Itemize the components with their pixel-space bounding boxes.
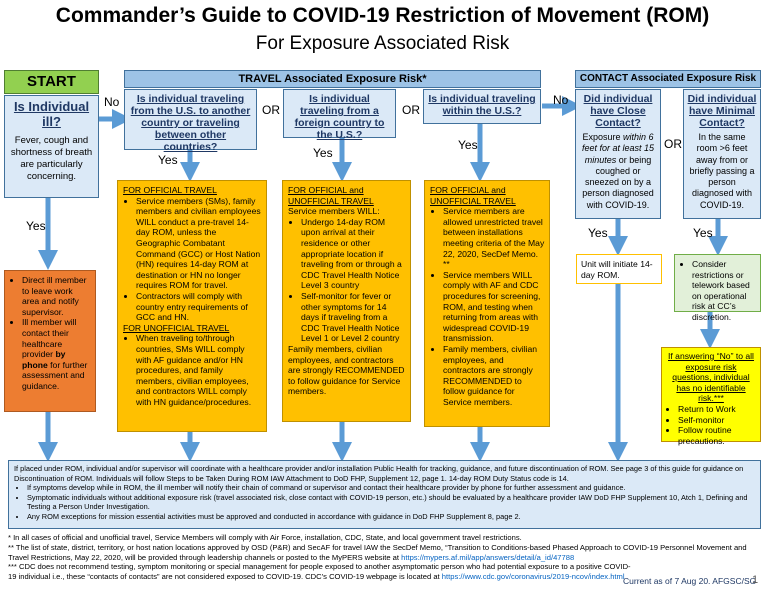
label-no-travel: No: [553, 93, 569, 107]
current-as-of: Current as of 7 Aug 20. AFGSC/SG: [623, 576, 757, 586]
q-travel-within-box: Is individual traveling within the U.S.?: [423, 89, 541, 124]
footnote-1: * In all cases of official and unofficia…: [8, 533, 522, 542]
foreign-item-1: Undergo 14-day ROM upon arrival at their…: [301, 217, 406, 291]
page-number: 1: [752, 574, 759, 586]
out-item-1: Service members (SMs), family members an…: [136, 196, 262, 291]
ill-action-item-1: Direct ill member to leave work area and…: [22, 275, 91, 317]
label-yes-within: Yes: [458, 138, 478, 152]
page-subtitle: For Exposure Associated Risk: [255, 33, 510, 54]
label-or-3: OR: [664, 137, 682, 151]
footnote-2: ** The list of state, district, territor…: [8, 542, 747, 562]
ill-action-item-2: Ill member will contact their healthcare…: [22, 317, 91, 391]
q-minimal-body: In the same room >6 feet away from or br…: [689, 132, 755, 210]
q-close-box: Did individual have Close Contact? Expos…: [575, 89, 661, 219]
label-or-1: OR: [262, 103, 280, 117]
bottom-item-2: Symptomatic individuals without addition…: [27, 493, 755, 512]
close-action-box: Unit will initiate 14-day ROM.: [576, 254, 662, 284]
label-yes-close: Yes: [588, 226, 608, 240]
label-yes-foreign: Yes: [313, 146, 333, 160]
minimal-action: Consider restrictions or telework based …: [692, 259, 756, 323]
contact-header: CONTACT Associated Exposure Risk: [575, 70, 761, 88]
bottom-intro: If placed under ROM, individual and/or s…: [14, 464, 744, 483]
no-risk-box: If answering “No” to all exposure risk q…: [661, 347, 761, 446]
page-title: Commander’s Guide to COVID-19 Restrictio…: [55, 4, 710, 27]
foreign-item-2: Self-monitor for fever or other symptoms…: [301, 291, 406, 344]
q-travel-out: Is individual traveling from the U.S. to…: [130, 93, 251, 153]
bottom-item-3: Any ROM exceptions for mission essential…: [27, 512, 755, 522]
q-travel-out-box: Is individual traveling from the U.S. to…: [124, 89, 257, 153]
ill-action-bold: by phone: [22, 349, 66, 370]
travel-within-guidance: FOR OFFICIAL and UNOFFICIAL TRAVEL Servi…: [424, 180, 550, 427]
footnote-3-link[interactable]: https://www.cdc.gov/coronavirus/2019-nco…: [441, 572, 625, 582]
q-travel-within: Is individual traveling within the U.S.?: [428, 93, 536, 117]
label-yes-out: Yes: [158, 153, 178, 167]
minimal-action-box: Consider restrictions or telework based …: [674, 254, 761, 322]
no-risk-item-3: Follow routine precautions.: [678, 425, 757, 446]
no-risk-item-1: Return to Work: [678, 404, 757, 415]
q-travel-foreign: Is individual traveling from a foreign c…: [294, 93, 385, 141]
q-travel-foreign-box: Is individual traveling from a foreign c…: [283, 89, 396, 141]
rom-coordination-box: If placed under ROM, individual and/or s…: [8, 460, 761, 529]
start-here-label: START HERE: [4, 70, 99, 112]
out-h2: FOR UNOFFICIAL TRAVEL: [123, 322, 230, 333]
q-close-title: Did individual have Close Contact?: [583, 93, 653, 129]
travel-header: TRAVEL Associated Exposure Risk*: [124, 70, 541, 88]
within-item-3: Family members, civilian employees, and …: [443, 344, 545, 408]
q-minimal-box: Did individual have Minimal Contact? In …: [683, 89, 761, 219]
travel-out-guidance: FOR OFFICIAL TRAVEL Service members (SMs…: [117, 180, 267, 432]
ill-question: Is Individual ill?: [13, 99, 90, 129]
ill-question-box: Is Individual ill? Fever, cough and shor…: [4, 95, 99, 198]
q-close-line2: or being coughed or sneezed on by a pers…: [582, 154, 654, 210]
label-or-2: OR: [402, 103, 420, 117]
footnote-2-link[interactable]: https://mypers.af.mil/app/answers/detail…: [401, 552, 575, 562]
bottom-item-1: If symptoms develop while in ROM, the il…: [27, 483, 755, 493]
within-item-1: Service members are allowed unrestricted…: [443, 206, 545, 270]
ill-action-box: Direct ill member to leave work area and…: [4, 270, 96, 412]
foreign-intro: Service members WILL:: [288, 206, 380, 217]
out-item-2: Contractors will comply with country ent…: [136, 291, 262, 323]
label-no-ill: No: [104, 95, 120, 109]
no-risk-item-2: Self-monitor: [678, 415, 757, 426]
q-close-line1: Exposure: [582, 132, 623, 142]
label-yes-minimal: Yes: [693, 226, 713, 240]
within-item-2: Service members WILL comply with AF and …: [443, 270, 545, 344]
within-h1: FOR OFFICIAL and UNOFFICIAL TRAVEL: [430, 185, 516, 206]
travel-foreign-guidance: FOR OFFICIAL and UNOFFICIAL TRAVEL Servi…: [282, 180, 411, 422]
ill-action-tail: for further assessment and guidance.: [22, 359, 88, 391]
out-h1: FOR OFFICIAL TRAVEL: [123, 185, 217, 195]
no-risk-title: If answering “No” to all exposure risk q…: [668, 351, 754, 404]
footnotes: * In all cases of official and unofficia…: [8, 533, 761, 582]
q-close-em: within 6 feet for at least 15 minutes: [581, 132, 655, 165]
close-action: Unit will initiate 14-day ROM.: [581, 259, 653, 280]
label-yes-ill: Yes: [26, 219, 46, 233]
foreign-h1: FOR OFFICIAL and UNOFFICIAL TRAVEL: [288, 185, 374, 206]
out-item-3: When traveling to/through countries, SMs…: [136, 333, 262, 407]
q-minimal-title: Did individual have Minimal Contact?: [687, 93, 757, 129]
footnote-3: *** CDC does not recommend testing, symp…: [8, 562, 631, 582]
ill-detail: Fever, cough and shortness of breath are…: [10, 135, 93, 182]
foreign-outro: Family members, civilian employees, and …: [288, 343, 405, 397]
